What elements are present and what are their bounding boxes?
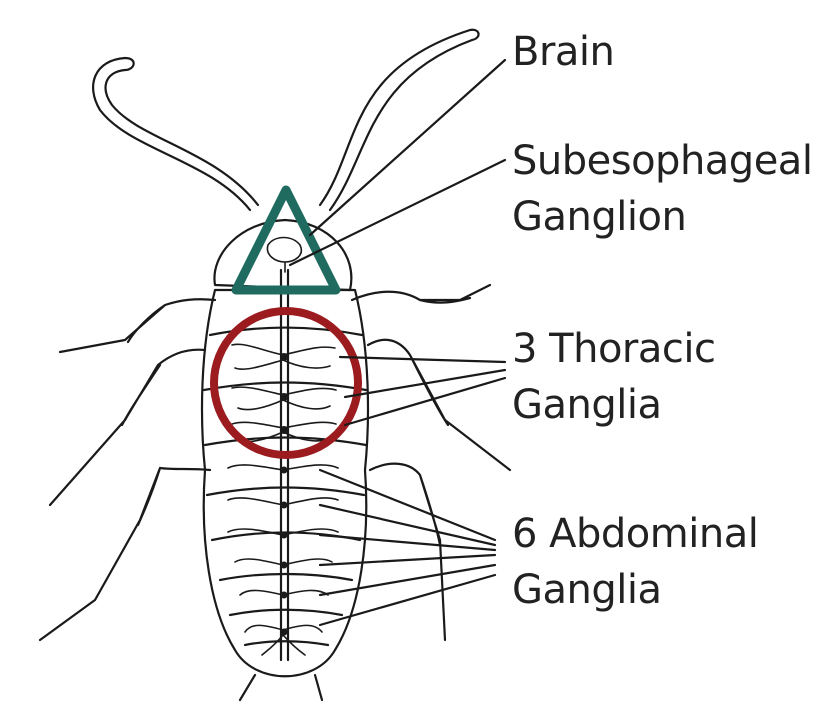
leader-abdominal-2 <box>320 505 495 545</box>
label-subesophageal-line2: Ganglion <box>512 193 686 241</box>
legs-left <box>40 299 215 640</box>
leader-thoracic-1 <box>340 357 505 362</box>
ganglia-branches <box>228 344 338 655</box>
label-thoracic-line1: 3 Thoracic <box>512 325 715 373</box>
label-brain: Brain <box>512 28 614 76</box>
cerci <box>240 675 322 700</box>
leader-abdominal-6 <box>320 575 495 625</box>
label-thoracic-line2: Ganglia <box>512 381 662 429</box>
label-subesophageal-line1: Subesophageal <box>512 137 812 185</box>
leader-thoracic-2 <box>345 370 505 397</box>
leader-abdominal-3 <box>320 535 495 550</box>
label-abdominal-line2: Ganglia <box>512 566 662 614</box>
label-abdominal-line1: 6 Abdominal <box>512 510 758 558</box>
leader-abdominal-1 <box>320 470 495 540</box>
leader-abdominal-4 <box>320 555 495 565</box>
brain-sketch <box>267 238 301 273</box>
legs-right <box>352 285 510 640</box>
antennae <box>93 30 478 210</box>
leader-subesophageal <box>290 160 505 265</box>
